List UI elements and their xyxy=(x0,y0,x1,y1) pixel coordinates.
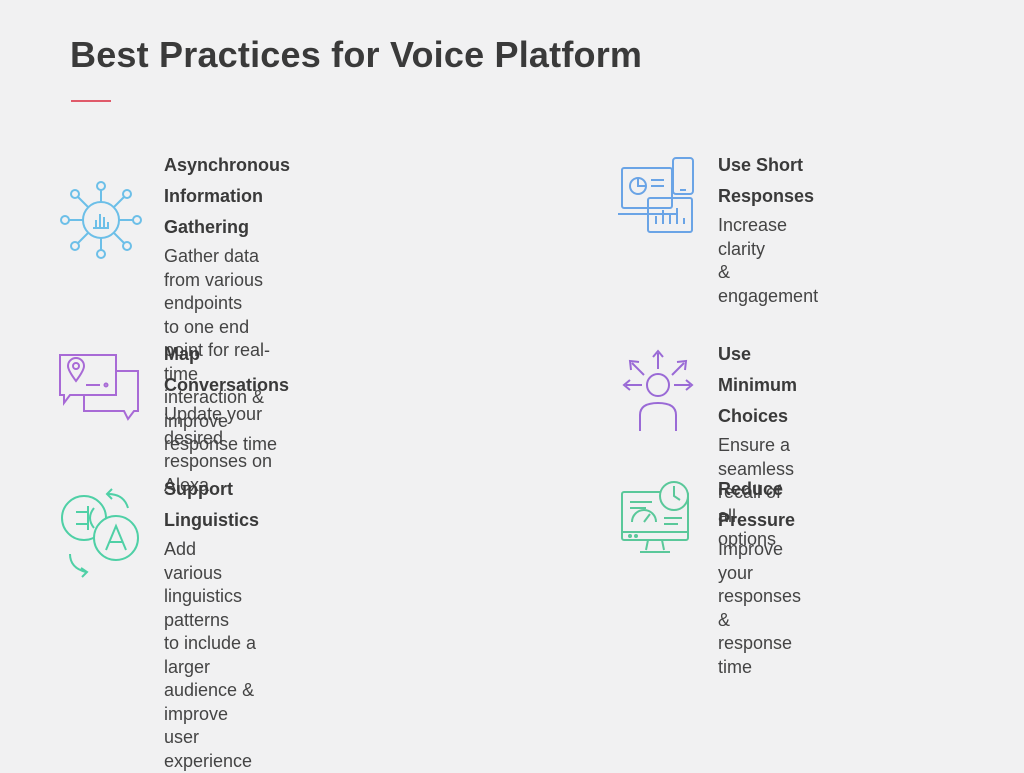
devices-dashboard-icon xyxy=(618,157,694,233)
item-title-line1: Asynchronous xyxy=(164,155,291,175)
person-arrows-icon xyxy=(622,349,694,431)
map-chat-bubbles-icon xyxy=(59,354,139,421)
translation-icon xyxy=(61,488,139,578)
item-title: Support Linguistics xyxy=(164,479,260,530)
monitor-gauge-icon xyxy=(621,481,689,553)
title-underline xyxy=(71,100,111,102)
item-title-line2: Information Gathering xyxy=(164,186,263,237)
item-title: Use Short Responses xyxy=(718,155,815,206)
page-title: Best Practices for Voice Platform xyxy=(70,34,643,75)
item-description: Increase clarity & engagement xyxy=(718,215,819,306)
item-description: Gather data from various endpoints to on… xyxy=(164,246,278,454)
item-description: Update your desired responses on Alexa xyxy=(164,404,273,495)
item-title: Use Minimum Choices xyxy=(718,344,797,426)
item-description: Ensure a seamless recall of all options xyxy=(718,435,795,549)
item-description: Improve your responses & response time xyxy=(718,539,802,677)
item-title: Map Conversations xyxy=(164,344,290,395)
item-title: Reduce Pressure xyxy=(718,479,796,530)
network-hub-icon xyxy=(60,181,142,259)
item-description: Add various linguistics patterns to incl… xyxy=(164,539,257,771)
